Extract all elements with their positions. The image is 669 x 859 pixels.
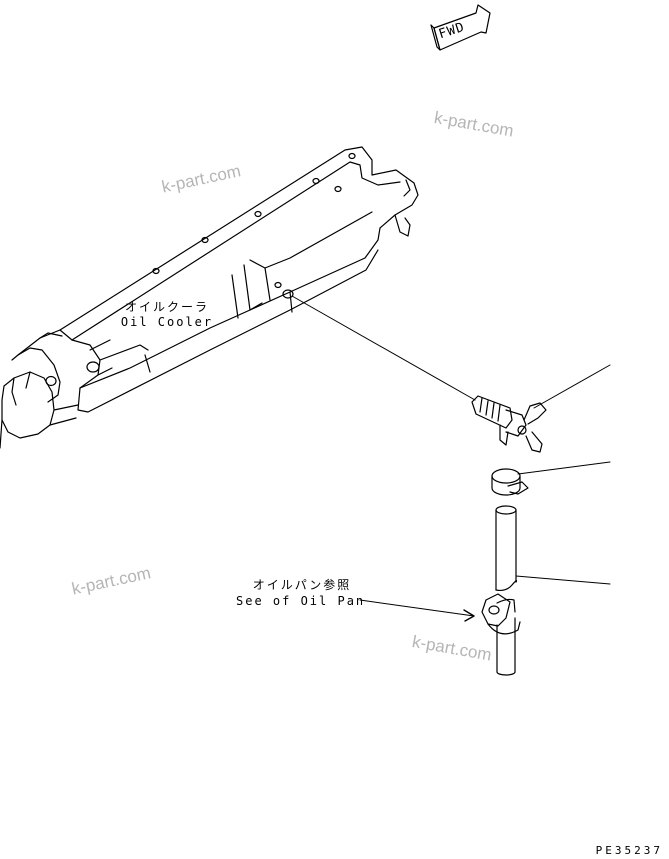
connection-line <box>291 295 476 401</box>
oil-cooler-assembly <box>0 146 419 449</box>
leader-lines <box>359 364 611 622</box>
drawing-code: PE35237 <box>595 844 663 857</box>
oil-cooler-label-en: Oil Cooler <box>120 315 214 329</box>
fwd-arrow-icon <box>430 4 491 51</box>
hose-clamp <box>491 468 529 496</box>
drain-hose <box>481 505 521 676</box>
oil-pan-label-en: See of Oil Pan <box>236 594 366 608</box>
oil-cooler-label-jp: オイルクーラ <box>124 300 209 314</box>
oil-pan-label-jp: オイルパン参照 <box>252 578 352 592</box>
drain-cock <box>471 395 547 453</box>
